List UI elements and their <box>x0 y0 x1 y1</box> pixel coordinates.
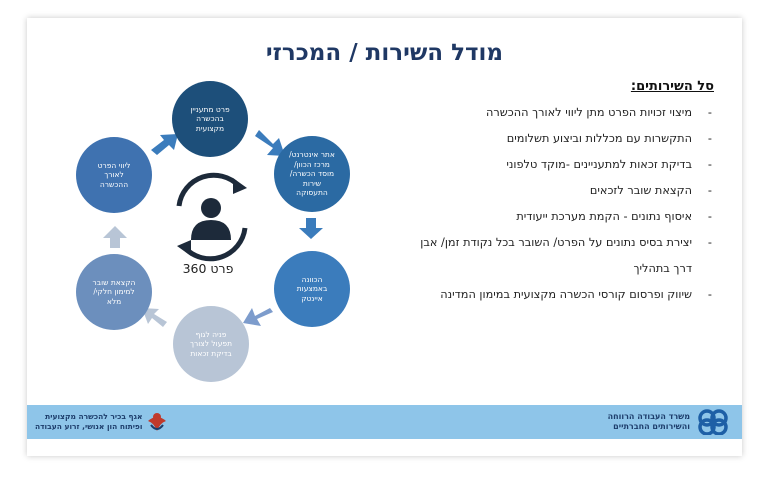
ministry-name-line2: והשירותים החברתיים <box>613 422 690 431</box>
arrow-3-to-4-icon <box>243 308 273 326</box>
ministry-name-line1: משרד העבודה הרווחה <box>607 412 690 421</box>
arrow-1-to-2-icon <box>255 130 285 156</box>
list-item: בדיקת זכאות למתעניינים -מוקד טלפוני <box>354 152 714 178</box>
division-name-line1: אגף בכיר להכשרה מקצועית <box>45 412 143 421</box>
list-item: התקשרות עם מכללות וביצוע תשלומים <box>354 126 714 152</box>
cycle-step-interested-individual: פרט מתעניין בהכשרה מקצועית <box>172 81 248 157</box>
list-item-continuation: דרך בתהליך <box>633 262 692 275</box>
ministry-logo-icon <box>698 409 728 435</box>
cycle-step-voucher-allocation: הקצאת שובר למימון חלקי/ מלא <box>76 254 152 330</box>
person-icon <box>191 198 231 240</box>
arrow-2-to-3-icon <box>299 218 323 239</box>
list-item: איסוף נתונים - הקמת מערכת ייעודית <box>354 204 714 230</box>
arrow-5-to-6-icon <box>103 226 127 248</box>
division-logo: אגף בכיר להכשרה מקצועית ופיתוח הון אנושי… <box>35 408 178 436</box>
cycle-arrows-icon <box>176 172 248 262</box>
services-heading: סל השירותים: <box>630 79 714 94</box>
cycle-step-entry-channels: אתר אינטרנט/ מרכז הכוון/ מוסד הכשרה/ שיר… <box>274 136 350 212</box>
cycle-step-accompaniment: ליווי הפרט לאורך ההכשרה <box>76 137 152 213</box>
ministry-logo: משרד העבודה הרווחה והשירותים החברתיים <box>608 408 730 436</box>
list-item: יצירת בסיס נתונים על הפרט/ השובר בכל נקו… <box>354 230 714 256</box>
list-item: מיצוי זכויות הפרט מתן ליווי לאורך ההכשרה <box>354 100 714 126</box>
cycle-center-label: פרט 360 <box>182 261 234 276</box>
list-item: שיווק ופרסום קורסי הכשרה מקצועית במימון … <box>354 282 714 308</box>
slide: מודל השירות / המכרזי פרט מתעניין בהכשרה … <box>27 18 742 456</box>
arrow-4-to-5-icon <box>142 308 167 327</box>
division-name-line2: ופיתוח הון אנושי, זרוע העבודה <box>35 422 143 431</box>
cycle-step-eligibility-check: פניה לגוף תפעול לצורך בדיקת זכאות <box>173 306 249 382</box>
division-logo-icon <box>148 413 167 431</box>
cycle-step-intake-guidance: הכוונה באמצעות איינטק <box>274 251 350 327</box>
service-cycle-diagram <box>103 130 323 327</box>
list-item: הקצאת שובר לזכאים <box>354 178 714 204</box>
footer-bar: משרד העבודה הרווחה והשירותים החברתיים אג… <box>27 405 742 439</box>
services-list: מיצוי זכויות הפרט מתן ליווי לאורך ההכשרה… <box>354 100 714 308</box>
arrow-6-to-1-icon <box>151 134 178 155</box>
slide-title: מודל השירות / המכרזי <box>265 40 504 66</box>
